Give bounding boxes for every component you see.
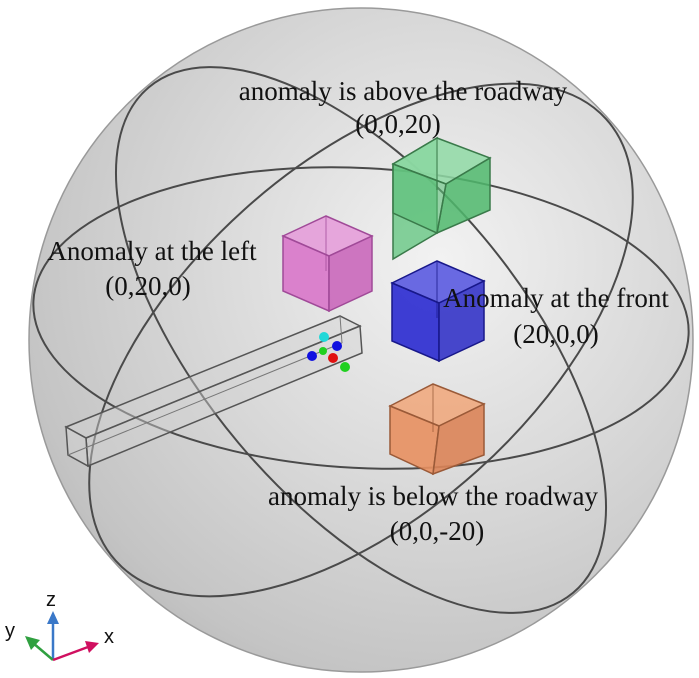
- sensor-green: [340, 362, 350, 372]
- tunnel-end-face: [65, 425, 89, 468]
- x-axis-label: x: [104, 626, 114, 648]
- meridian-line-1: [115, 66, 607, 614]
- tunnel-hidden-edge: [67, 342, 343, 456]
- label-above-coords: (0,0,20): [355, 109, 440, 139]
- sensor-green-small: [319, 347, 327, 355]
- cube-front: [390, 260, 486, 363]
- x-axis-line: [52, 645, 89, 662]
- label-below-title: anomaly is below the roadway: [268, 481, 598, 511]
- cube-front-right: [438, 279, 485, 363]
- z-axis-label: z: [46, 589, 56, 611]
- y-axis-arrow: [25, 636, 40, 650]
- cube-below-right: [432, 402, 485, 476]
- y-axis-label: y: [5, 620, 15, 642]
- label-below-coords: (0,0,-20): [390, 516, 484, 546]
- sensor-points: [307, 332, 350, 372]
- roadway-tunnel: [64, 315, 363, 468]
- label-left-coords: (0,20,0): [105, 271, 190, 301]
- z-axis-arrow: [47, 611, 59, 624]
- cube-above-body: [392, 162, 447, 235]
- equator-line: [32, 166, 690, 470]
- y-axis-line: [32, 642, 54, 661]
- label-above-title: anomaly is above the roadway: [239, 76, 568, 106]
- cube-left: [281, 215, 374, 313]
- label-front-title: Anomaly at the front: [443, 283, 669, 313]
- sensor-blue-right: [332, 341, 342, 351]
- label-front-coords: (20,0,0): [513, 319, 598, 349]
- cube-above: [391, 136, 492, 261]
- tunnel-far-edge: [339, 315, 343, 344]
- label-left-title: Anomaly at the left: [47, 236, 257, 266]
- axis-triad: z y x: [5, 589, 114, 662]
- sensor-cyan: [319, 332, 329, 342]
- x-axis-arrow: [85, 641, 99, 653]
- sensor-blue-left: [307, 351, 317, 361]
- sensor-red: [328, 353, 338, 363]
- cube-left-right: [328, 234, 373, 313]
- cube-below: [388, 383, 486, 476]
